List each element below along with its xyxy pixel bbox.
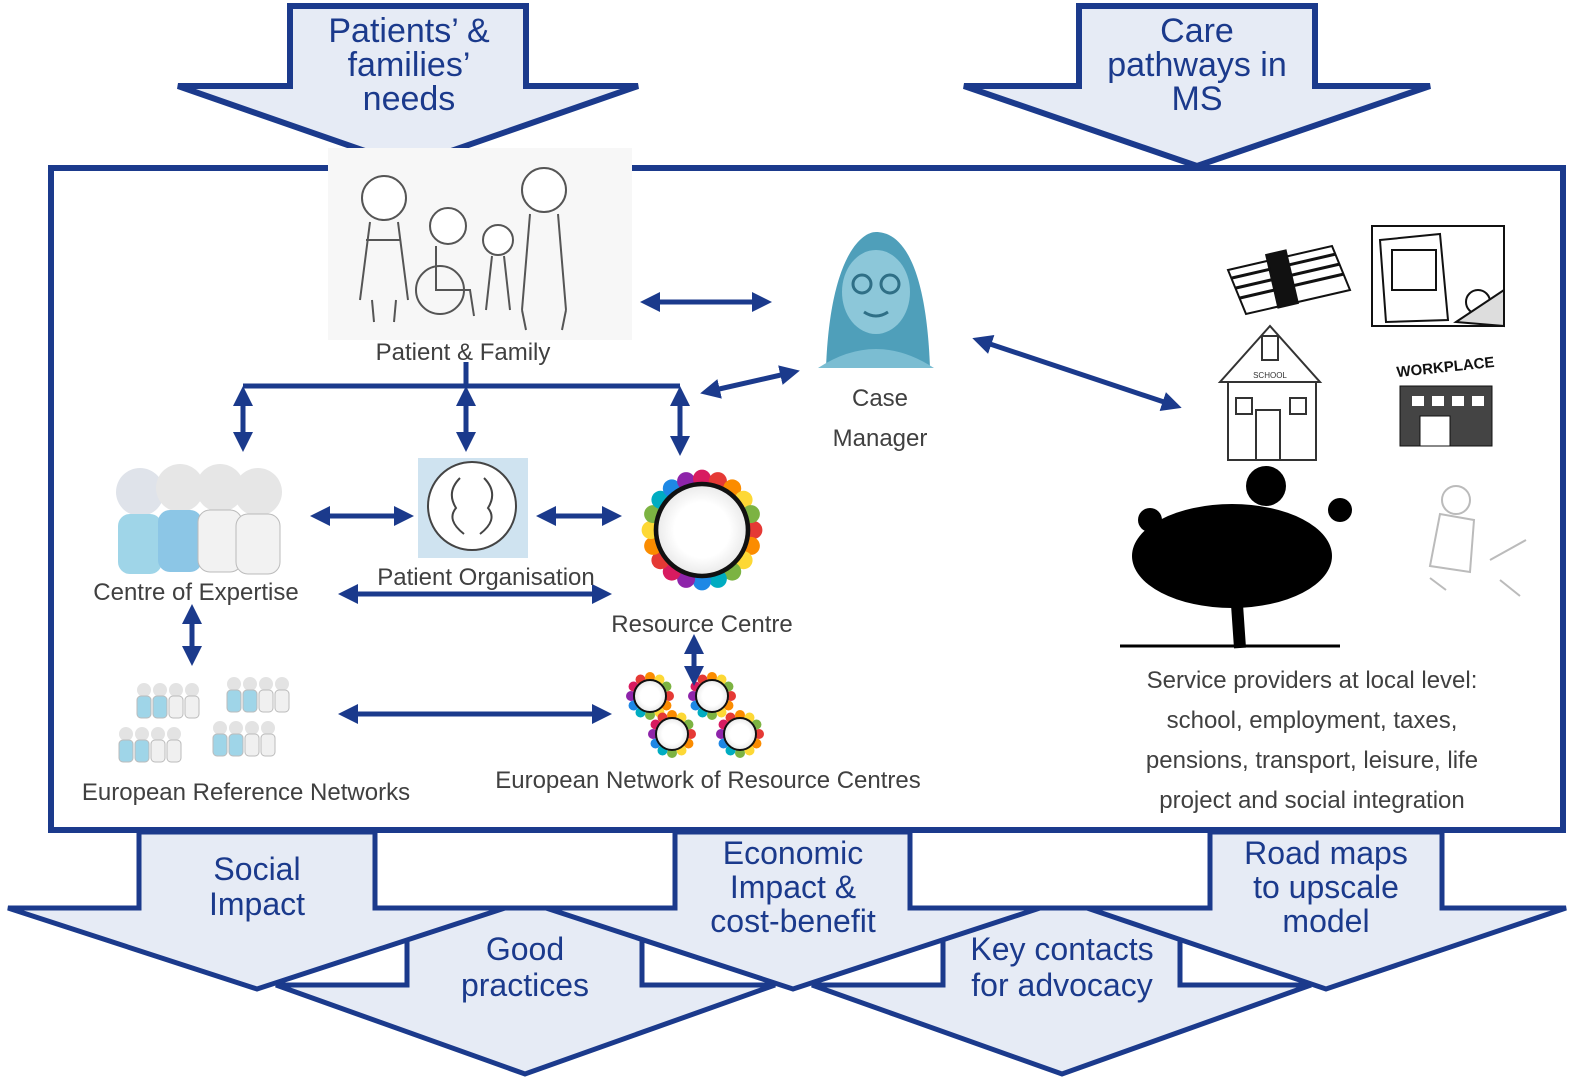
connectors (182, 292, 1182, 724)
service-tree-icon (1120, 466, 1352, 649)
school-sign: SCHOOL (1253, 371, 1287, 380)
case-manager-label-line-1: Case (852, 385, 908, 412)
network-team (136, 683, 200, 719)
network-ring (648, 710, 696, 758)
network-person-body (184, 695, 200, 719)
resource-centres-network-icon (626, 672, 764, 758)
network-person-head (259, 677, 273, 691)
network-person-body (134, 739, 150, 763)
case-manager-avatar-icon (816, 232, 934, 368)
network-person-head (229, 721, 243, 735)
network-person-body (168, 695, 184, 719)
care-pathways-line-2: pathways in (1107, 46, 1287, 84)
input-arrow-patient-needs: Patients’ & families’ needs (177, 3, 639, 170)
key-contacts-line-2: for advocacy (971, 967, 1152, 1003)
social-impact-line-2: Impact (209, 886, 305, 922)
doctors-team-icon (116, 464, 282, 575)
network-ring (626, 672, 674, 720)
road-maps-line-3: model (1282, 903, 1369, 939)
european-network-resource-centres-label: European Network of Resource Centres (495, 767, 921, 794)
network-person-body (118, 739, 134, 763)
resource-centre-label: Resource Centre (611, 611, 792, 638)
resource-centre-ring-centre (653, 481, 751, 579)
network-ring-centre (655, 717, 689, 751)
network-ring-centre (633, 679, 667, 713)
service-providers-line-1: Service providers at local level: (1147, 667, 1478, 694)
network-person-head (243, 677, 257, 691)
patient-organisation-logo-icon (418, 458, 528, 558)
money-icon (1226, 244, 1352, 316)
network-person-body (212, 733, 228, 757)
network-ring-centre (723, 717, 757, 751)
reference-networks-icon (118, 677, 290, 763)
network-person-head (275, 677, 289, 691)
output-arrow-road-maps: Road maps to upscale model (1086, 829, 1567, 992)
child-playing-icon (1428, 485, 1527, 597)
network-person-head (167, 727, 181, 741)
network-person-body (166, 739, 182, 763)
care-pathways-line-3: MS (1172, 80, 1223, 118)
economic-impact-line-1: Economic (723, 835, 864, 871)
patient-needs-line-3: needs (363, 80, 456, 118)
road-maps-line-1: Road maps (1244, 835, 1408, 871)
network-team (118, 727, 182, 763)
economic-impact-line-3: cost-benefit (710, 903, 876, 939)
network-person-body (150, 739, 166, 763)
output-arrow-key-contacts: Key contacts for advocacy (811, 905, 1312, 1077)
network-ring-centre (695, 679, 729, 713)
network-team (212, 721, 276, 757)
network-person-head (185, 683, 199, 697)
patient-needs-line-2: families’ (348, 46, 471, 84)
network-person-body (226, 689, 242, 713)
family-illustration-icon (328, 148, 632, 340)
network-person-body (274, 689, 290, 713)
network-person-head (245, 721, 259, 735)
bus-wheelchair-icon (1371, 225, 1505, 328)
output-arrow-social-impact: Social Impact (7, 829, 506, 992)
centre-of-expertise-label: Centre of Expertise (93, 579, 298, 606)
output-arrow-economic-impact: Economic Impact & cost-benefit (545, 829, 1041, 992)
network-person-head (213, 721, 227, 735)
resource-centre-ring (641, 469, 763, 591)
network-team (226, 677, 290, 713)
good-practices-line-2: practices (461, 967, 589, 1003)
service-providers-line-3: pensions, transport, leisure, life (1146, 747, 1478, 774)
patient-organisation-label: Patient Organisation (377, 564, 594, 591)
network-person-body (136, 695, 152, 719)
network-person-head (227, 677, 241, 691)
network-person-body (152, 695, 168, 719)
network-person-body (242, 689, 258, 713)
key-contacts-line-1: Key contacts (970, 931, 1153, 967)
network-person-head (169, 683, 183, 697)
service-providers-line-4: project and social integration (1159, 787, 1465, 814)
input-arrow-care-pathways: Care pathways in MS (963, 3, 1431, 170)
service-providers-line-2: school, employment, taxes, (1167, 707, 1458, 734)
network-person-head (119, 727, 133, 741)
network-person-head (135, 727, 149, 741)
connector-casemanager-services (972, 334, 1182, 412)
road-maps-line-2: to upscale (1253, 869, 1399, 905)
network-person-head (261, 721, 275, 735)
patient-needs-line-1: Patients’ & (328, 12, 490, 50)
patient-family-label: Patient & Family (376, 339, 551, 366)
network-person-body (228, 733, 244, 757)
connector-casemanager-network (700, 365, 800, 399)
good-practices-line-1: Good (486, 931, 564, 967)
network-person-body (244, 733, 260, 757)
network-person-body (260, 733, 276, 757)
case-manager-label-line-2: Manager (833, 425, 928, 452)
network-person-body (258, 689, 274, 713)
network-ring (716, 710, 764, 758)
workplace-icon: WORKPLACE (1396, 354, 1495, 447)
network-person-head (137, 683, 151, 697)
network-person-head (151, 727, 165, 741)
economic-impact-line-2: Impact & (730, 869, 856, 905)
resource-centre-ring-icon (641, 469, 763, 591)
social-impact-line-1: Social (213, 851, 300, 887)
network-person-head (153, 683, 167, 697)
european-reference-networks-label: European Reference Networks (82, 779, 410, 806)
school-icon: SCHOOL (1217, 324, 1323, 461)
care-pathways-line-1: Care (1160, 12, 1234, 50)
